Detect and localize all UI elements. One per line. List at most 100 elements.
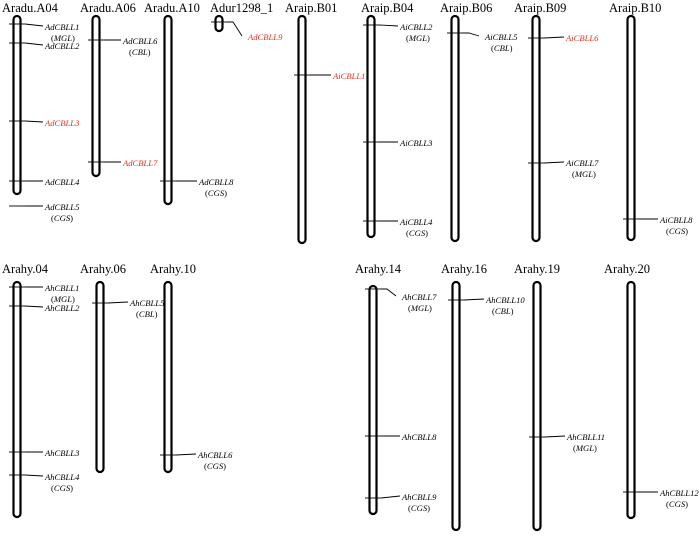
gene-label: AhCBLL7 [401, 292, 437, 302]
gene-family-text: MGL [574, 169, 593, 179]
gene-label: AiCBLL8 [659, 215, 693, 225]
gene-family-label: (MGL) [573, 443, 597, 453]
gene-family-label: (CGS) [408, 503, 430, 513]
gene-label: AhCBLL10 [485, 295, 525, 305]
chromosome-bar [450, 14, 460, 243]
gene-label: AdCBLL7 [122, 158, 158, 168]
chromosome-bar [163, 14, 173, 206]
gene-connector [24, 305, 44, 308]
gene-label: AhCBLL3 [44, 448, 79, 458]
gene-family-text: CGS [409, 228, 426, 238]
chromosome-title: Aradu.A10 [144, 1, 200, 15]
chromosome-title: Araip.B09 [514, 1, 566, 15]
gene-label: AhCBLL11 [566, 432, 605, 442]
chromosome-title: Arahy.20 [604, 262, 650, 276]
gene-family-text: CGS [54, 483, 71, 493]
gene-family-text: MGL [410, 303, 429, 313]
chromosome-bar [12, 280, 22, 519]
gene-family-text: MGL [408, 33, 427, 43]
chromosome-bar [163, 280, 173, 474]
gene-family-text: CGS [207, 461, 224, 471]
gene-label: AiCBLL5 [484, 32, 518, 42]
gene-connector [107, 301, 129, 304]
chromosome-bar [531, 14, 541, 243]
chromosome-bar [91, 14, 101, 178]
chromosome-bar [214, 14, 224, 33]
gene-connector [381, 288, 397, 297]
gene-family-text: CBL [139, 309, 155, 319]
gene-connector [543, 161, 565, 164]
gene-connector [380, 495, 401, 499]
gene-label: AdCBLL3 [44, 118, 79, 128]
gene-family-label: (MGL) [51, 294, 75, 304]
gene-label: AhCBLL8 [401, 432, 437, 442]
chromosome-title: Araip.B10 [609, 1, 661, 15]
chromosome-title: Arahy.10 [150, 262, 196, 276]
gene-connector [463, 32, 480, 37]
gene-label: AdCBLL8 [198, 177, 234, 187]
gene-family-label: (CBL) [492, 306, 514, 316]
gene-family-text: MGL [575, 443, 594, 453]
gene-family-text: CBL [495, 306, 511, 316]
gene-family-label: (MGL) [572, 169, 596, 179]
chromosome-bar [12, 14, 22, 196]
chromosome-bar [626, 14, 636, 242]
chromosome-bar [451, 280, 461, 532]
chromosome-bar [532, 280, 542, 532]
gene-connector [543, 36, 565, 39]
chromosome-title: Arahy.19 [514, 262, 560, 276]
gene-label: AiCBLL4 [399, 217, 433, 227]
gene-label: AhCBLL2 [44, 303, 80, 313]
gene-family-text: CGS [208, 188, 225, 198]
gene-connector [24, 474, 44, 477]
gene-family-label: (MGL) [51, 33, 75, 43]
gene-connector [175, 453, 197, 456]
gene-family-label: (MGL) [406, 33, 430, 43]
gene-connector [463, 298, 485, 301]
gene-connector [227, 21, 243, 37]
gene-label: AhCBLL9 [401, 492, 437, 502]
chromosome-title: Arahy.06 [80, 262, 126, 276]
chromosome-bar [366, 14, 376, 239]
chromosome-title: Aradu.A06 [80, 1, 136, 15]
gene-label: AiCBLL3 [399, 138, 432, 148]
chromosome-title: Arahy.14 [355, 262, 402, 276]
gene-family-label: (CBL) [491, 43, 513, 53]
chromosome-title: Aradu.A04 [2, 1, 59, 15]
gene-family-text: CBL [132, 47, 148, 57]
chromosome-group: Aradu.A04AdCBLL1(MGL)AdCBLL2AdCBLL3AdCBL… [2, 1, 80, 223]
gene-family-label: (CGS) [666, 499, 688, 509]
chromosome-bar [626, 280, 636, 520]
gene-family-text: CGS [669, 499, 686, 509]
gene-family-label: (CGS) [406, 228, 428, 238]
gene-label: AiCBLL1 [332, 71, 365, 81]
gene-label: AhCBLL1 [44, 283, 79, 293]
gene-family-label: (CGS) [51, 213, 73, 223]
chromosome-title: Arahy.04 [2, 262, 49, 276]
gene-label: AdCBLL4 [44, 177, 80, 187]
gene-label: AiCBLL2 [399, 22, 433, 32]
chromosome-bar [95, 280, 105, 474]
gene-connector [24, 42, 44, 46]
gene-label: AdCBLL1 [44, 22, 79, 32]
gene-family-label: (CBL) [129, 47, 151, 57]
gene-label: AdCBLL2 [44, 41, 80, 51]
gene-family-text: CGS [54, 213, 71, 223]
gene-label: AhCBLL12 [659, 488, 699, 498]
gene-label: AhCBLL5 [129, 298, 165, 308]
gene-label: AhCBLL4 [44, 472, 80, 482]
gene-family-text: MGL [53, 294, 72, 304]
